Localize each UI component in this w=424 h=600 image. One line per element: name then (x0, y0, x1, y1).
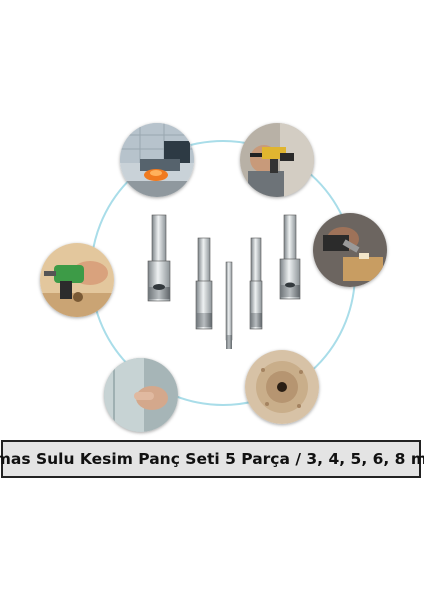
drill-bit-3mm (225, 261, 233, 349)
drill-bit-4mm (279, 214, 301, 300)
worker-with-drill-photo (240, 123, 314, 197)
hand-holding-drill-photo (40, 243, 114, 317)
drill-bit-8mm (147, 214, 171, 302)
drill-bit-6mm (195, 237, 213, 330)
product-caption-box: Elmas Sulu Kesim Panç Seti 5 Parça / 3, … (0, 440, 424, 478)
drill-bit-5mm (249, 237, 263, 330)
drill-bits-set (130, 205, 310, 365)
product-caption: Elmas Sulu Kesim Panç Seti 5 Parça / 3, … (0, 450, 424, 468)
drilled-hole-dust-photo (245, 350, 319, 424)
hand-on-glass-photo (104, 358, 178, 432)
drilling-tile-wall-photo (120, 123, 194, 197)
drill-on-wood-photo (313, 213, 387, 287)
